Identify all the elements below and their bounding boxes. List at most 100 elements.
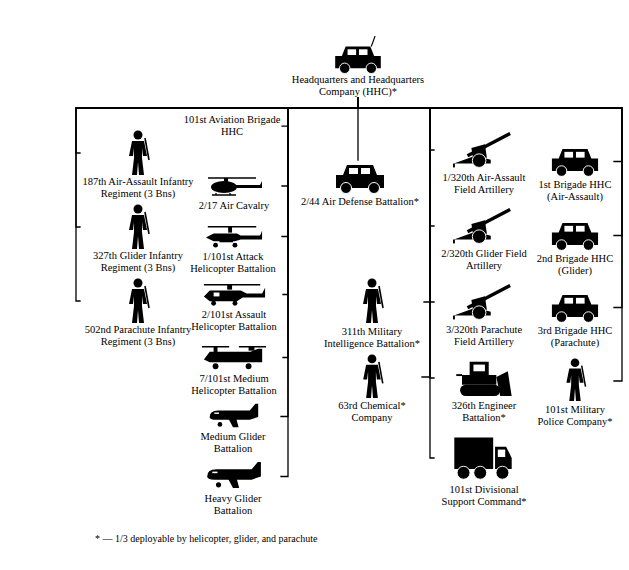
soldier-icon <box>566 358 585 401</box>
unit-label: Medium Glider Battalion <box>185 431 281 455</box>
unit-label: 326th Engineer Battalion* <box>434 400 534 424</box>
unit-node: Medium Glider Battalion <box>185 402 281 455</box>
unit-node: 3rd Brigade HHC (Parachute) <box>536 290 614 349</box>
unit-node: Headquarters and Headquarters Company (H… <box>283 36 433 98</box>
icon-space <box>434 204 534 248</box>
unit-node: 326th Engineer Battalion* <box>434 356 534 424</box>
unit-label: 2/320th Glider Field Artillery <box>434 248 534 272</box>
unit-node: Heavy Glider Battalion <box>185 460 281 517</box>
icon-space <box>434 280 534 324</box>
icon-space <box>434 128 534 172</box>
unit-node: 502nd Parachute Infantry Regiment (3 Bns… <box>80 278 196 348</box>
unit-node: 101st Military Police Company* <box>536 358 614 428</box>
unit-label: Heavy Glider Battalion <box>185 493 281 517</box>
unit-label: 2/17 Air Cavalry <box>186 200 282 212</box>
unit-node: 2/44 Air Defense Battalion* <box>300 160 420 208</box>
org-connector <box>358 98 434 150</box>
icon-space <box>434 356 534 400</box>
unit-node: 7/101st Medium Helicopter Battalion <box>185 342 283 397</box>
icon-space <box>536 290 614 325</box>
unit-node: 101st Aviation Brigade HHC <box>182 114 282 138</box>
unit-node: 1st Brigade HHC (Air-Assault) <box>536 144 614 203</box>
icon-space <box>185 342 283 373</box>
helicopter-icon <box>204 285 265 306</box>
soldier-icon <box>363 279 383 324</box>
icon-space <box>536 358 614 404</box>
brigade-vehicle-icon <box>552 223 598 250</box>
footnote: * — 1/3 deployable by helicopter, glider… <box>95 533 317 544</box>
unit-label: 101st Aviation Brigade HHC <box>182 114 282 138</box>
truck-icon <box>454 438 511 480</box>
icon-space <box>184 222 282 251</box>
unit-label: 7/101st Medium Helicopter Battalion <box>185 373 283 397</box>
unit-label: 2/44 Air Defense Battalion* <box>300 196 420 208</box>
org-connector <box>76 98 358 153</box>
unit-node: 187th Air-Assault Infantry Regiment (3 B… <box>80 130 196 200</box>
unit-label: 3/320th Parachute Field Artillery <box>434 324 534 348</box>
unit-label: 502nd Parachute Infantry Regiment (3 Bns… <box>80 324 196 348</box>
icon-space <box>80 130 196 176</box>
icon-space <box>283 36 433 74</box>
helicopter-icon <box>208 178 262 195</box>
unit-node: 2nd Brigade HHC (Glider) <box>536 218 614 277</box>
soldier-icon <box>129 205 149 250</box>
soldier-icon <box>129 131 149 176</box>
org-connector <box>358 98 622 235</box>
unit-node: 1/320th Air-Assault Field Artillery <box>434 128 534 196</box>
unit-node: 2/101st Assault Helicopter Battalion <box>185 280 283 333</box>
unit-label: 101st Divisional Support Command* <box>434 484 534 508</box>
icon-space <box>185 280 283 309</box>
icon-space <box>320 278 424 326</box>
howitzer-icon <box>454 210 510 244</box>
unit-label: 1st Brigade HHC (Air-Assault) <box>536 179 614 203</box>
unit-label: 63rd Chemical* Company <box>322 400 422 424</box>
unit-label: 2/101st Assault Helicopter Battalion <box>185 309 283 333</box>
howitzer-icon <box>454 286 510 320</box>
hq-vehicle-icon <box>335 36 381 74</box>
org-connector <box>282 98 358 126</box>
icon-space <box>186 172 282 200</box>
unit-label: 1/101st Attack Helicopter Battalion <box>184 251 282 275</box>
unit-node: 1/101st Attack Helicopter Battalion <box>184 222 282 275</box>
glider-icon <box>210 404 259 427</box>
icon-space <box>185 402 281 431</box>
icon-space <box>185 460 281 493</box>
icon-space <box>536 218 614 253</box>
brigade-vehicle-icon <box>552 149 598 176</box>
unit-node: 3/320th Parachute Field Artillery <box>434 280 534 348</box>
unit-label: 327th Glider Infantry Regiment (3 Bns) <box>80 250 196 274</box>
icon-space <box>80 278 196 324</box>
bulldozer-icon <box>456 362 511 396</box>
unit-label: 1/320th Air-Assault Field Artillery <box>434 172 534 196</box>
icon-space <box>300 160 420 196</box>
unit-label: 3rd Brigade HHC (Parachute) <box>536 325 614 349</box>
unit-node: 63rd Chemical* Company <box>322 354 422 424</box>
unit-node: 311th Military Intelligence Battalion* <box>320 278 424 350</box>
unit-node: 2/320th Glider Field Artillery <box>434 204 534 272</box>
unit-label: Headquarters and Headquarters Company (H… <box>283 74 433 98</box>
glider-icon <box>207 462 261 488</box>
unit-label: 187th Air-Assault Infantry Regiment (3 B… <box>80 176 196 200</box>
org-connector <box>76 98 358 227</box>
org-connector <box>281 98 358 476</box>
unit-node: 327th Glider Infantry Regiment (3 Bns) <box>80 204 196 274</box>
unit-node: 101st Divisional Support Command* <box>434 432 534 508</box>
icon-space <box>322 354 422 400</box>
air-defense-vehicle-icon <box>336 165 384 194</box>
unit-label: 311th Military Intelligence Battalion* <box>320 326 424 350</box>
soldier-icon <box>129 279 149 324</box>
unit-label: 101st Military Police Company* <box>536 404 614 428</box>
howitzer-icon <box>454 134 510 168</box>
brigade-vehicle-icon <box>552 295 598 322</box>
org-connector <box>281 98 358 416</box>
icon-space <box>434 432 534 484</box>
unit-label: 2nd Brigade HHC (Glider) <box>536 253 614 277</box>
org-connector <box>283 98 358 357</box>
helicopter-icon <box>202 347 266 369</box>
soldier-icon <box>363 354 383 398</box>
icon-space <box>80 204 196 250</box>
